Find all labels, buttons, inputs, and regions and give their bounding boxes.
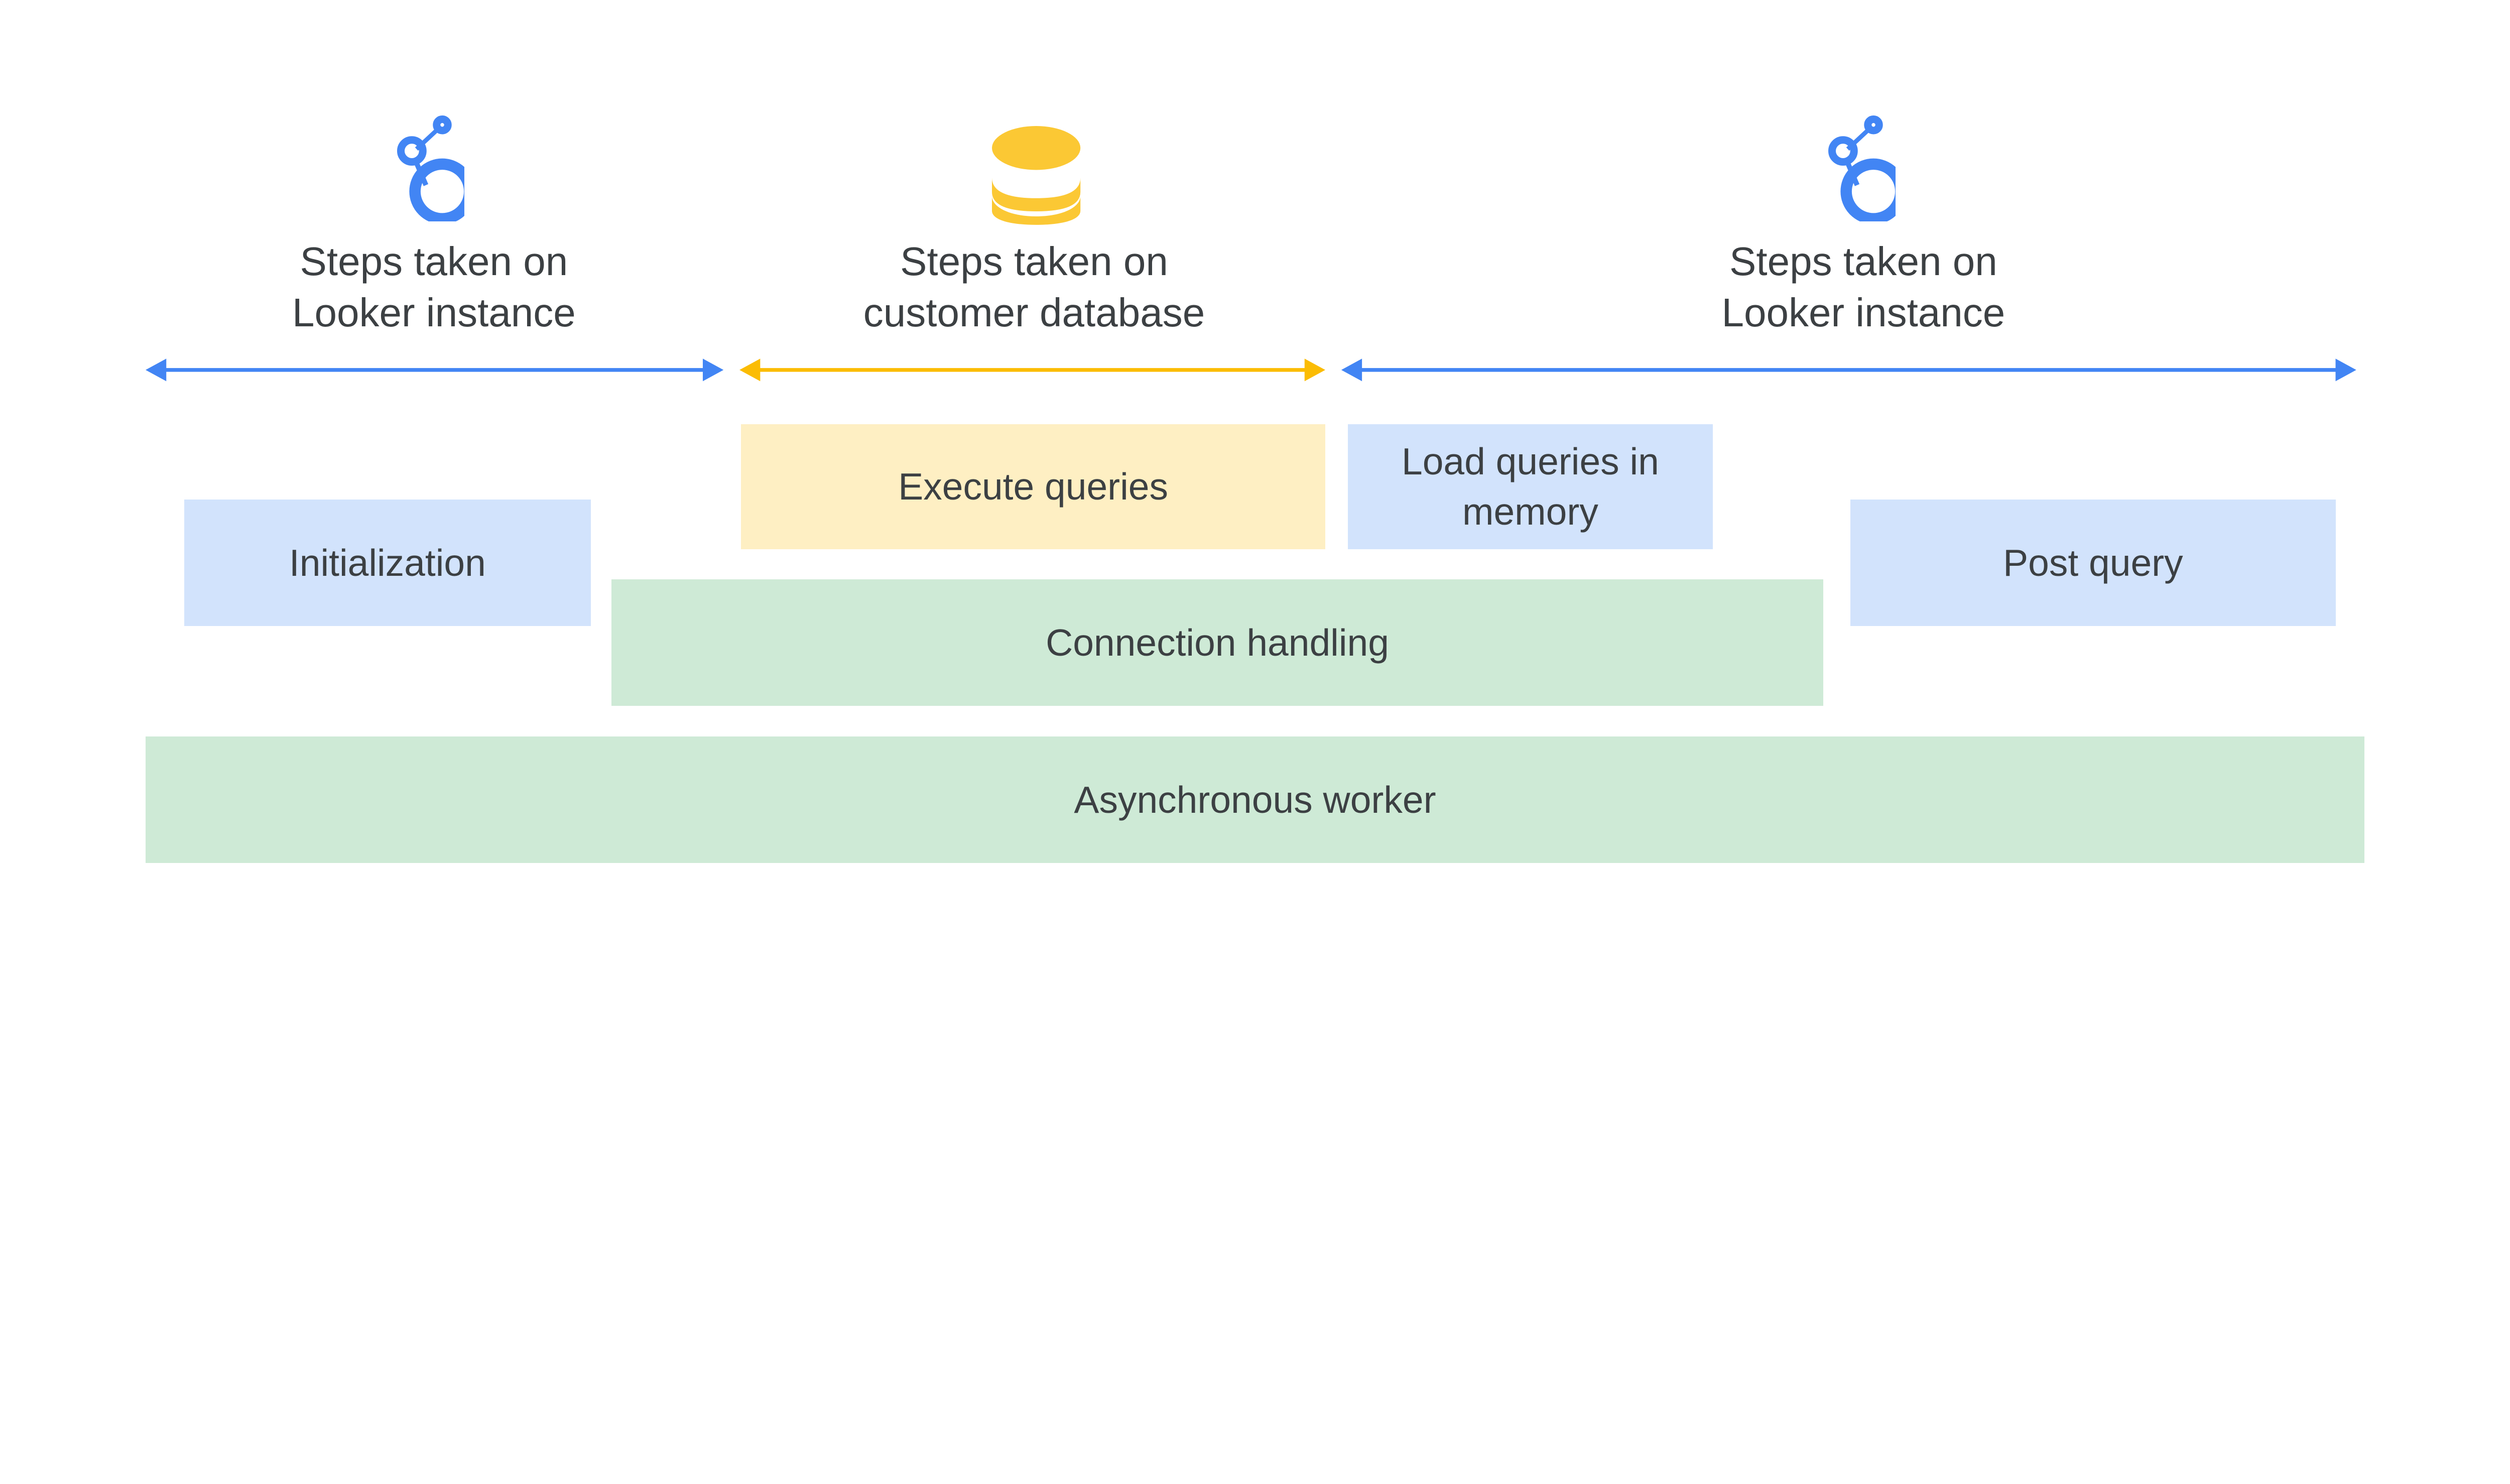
looker-logo-icon	[1828, 115, 1896, 221]
box-label: Post query	[2003, 541, 2183, 584]
box-label: Execute queries	[898, 465, 1169, 508]
box-label: Initialization	[289, 541, 486, 584]
header-line: Steps taken on	[900, 239, 1168, 284]
database-span-arrow	[739, 358, 1325, 382]
box-label: memory	[1462, 490, 1598, 533]
header-line: Steps taken on	[1729, 239, 1997, 284]
header-line: Steps taken on	[300, 239, 568, 284]
header-line: Looker instance	[1721, 290, 2005, 335]
asynchronous-worker-box: Asynchronous worker	[146, 736, 2364, 863]
looker-span-arrow	[1341, 358, 2356, 382]
looker-instance-header: Steps taken on Looker instance	[214, 236, 654, 338]
header-line: customer database	[863, 290, 1205, 335]
header-line: Looker instance	[292, 290, 576, 335]
load-queries-box: Load queries in memory	[1348, 424, 1713, 549]
span-arrows	[146, 358, 2356, 382]
customer-database-header: Steps taken on customer database	[815, 236, 1254, 338]
post-query-box: Post query	[1850, 500, 2336, 626]
looker-logo-icon	[397, 115, 464, 221]
execute-queries-box: Execute queries	[741, 424, 1325, 549]
database-icon	[992, 126, 1081, 225]
initialization-box: Initialization	[184, 500, 591, 626]
looker-span-arrow	[146, 358, 724, 382]
looker-instance-header: Steps taken on Looker instance	[1644, 236, 2083, 338]
box-label: Load queries in	[1401, 440, 1659, 483]
box-label: Asynchronous worker	[1074, 778, 1436, 821]
box-label: Connection handling	[1046, 622, 1389, 664]
connection-handling-box: Connection handling	[611, 579, 1823, 706]
